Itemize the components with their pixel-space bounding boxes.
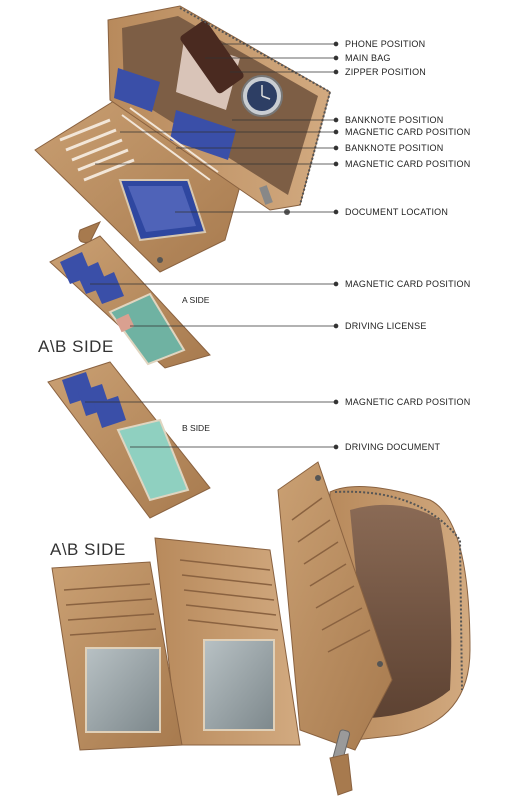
callout-magnetic-card-position: MAGNETIC CARD POSITION [345,127,470,137]
bottom-spread-illustration [51,461,471,796]
callout-phone-position: PHONE POSITION [345,39,425,49]
section-title-ab-side-1: A\B SIDE [38,337,114,356]
callout-magnetic-card-position-3: MAGNETIC CARD POSITION [345,279,470,289]
callout-banknote-position: BANKNOTE POSITION [345,115,443,125]
callout-banknote-position-2: BANKNOTE POSITION [345,143,443,153]
card-blue [170,110,236,160]
callout-main-bag: MAIN BAG [345,53,391,63]
callout-labels: PHONE POSITION MAIN BAG ZIPPER POSITION … [38,39,470,559]
callout-zipper-position: ZIPPER POSITION [345,67,426,77]
zipper [179,7,332,206]
card-blue [92,272,124,304]
watch-icon [180,20,283,117]
zipper [334,490,463,691]
b-side-label: B SIDE [182,423,210,433]
document-window-card [128,186,196,232]
document-window-b [116,418,190,502]
section-title-ab-side-2: A\B SIDE [50,540,126,559]
a-side-label: A SIDE [182,295,210,305]
callout-magnetic-card-position-2: MAGNETIC CARD POSITION [345,159,470,169]
card-blue [94,396,126,428]
callout-document-location: DOCUMENT LOCATION [345,207,448,217]
card-panel [277,461,393,751]
callout-magnetic-card-position-4: MAGNETIC CARD POSITION [345,397,470,407]
callout-lines [85,41,339,450]
card-blue [114,68,160,112]
open-wallet-illustration [34,5,332,273]
callout-driving-document: DRIVING DOCUMENT [345,442,441,452]
zipper-pull [259,185,273,205]
id-window [203,639,275,731]
callout-driving-license: DRIVING LICENSE [345,321,427,331]
card-slot-panel [59,107,219,182]
a-side-insert-illustration [49,235,211,369]
id-window-left [85,647,161,733]
license-window [108,292,186,366]
b-side-insert-illustration [47,361,211,519]
